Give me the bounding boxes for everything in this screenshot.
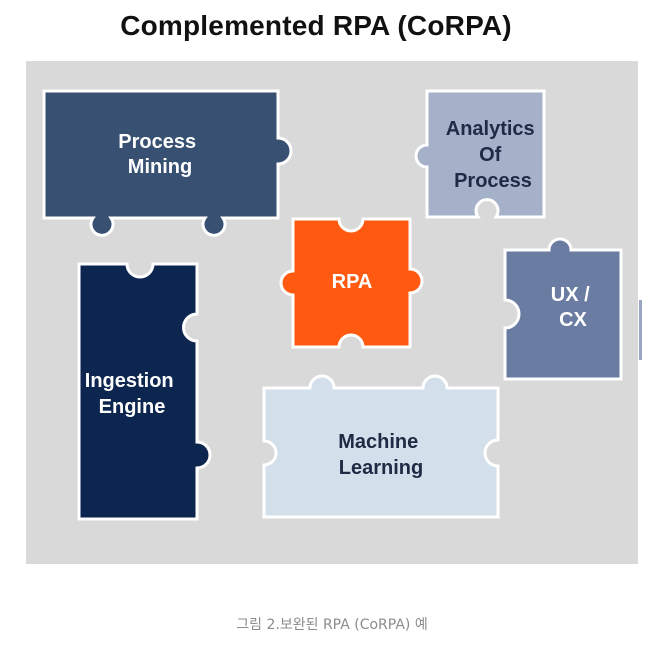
machine-learning-line-1: Machine	[338, 431, 418, 453]
puzzle-svg: Process Mining Analytics Of Process RPA …	[42, 89, 623, 521]
figure-caption: 그림 2.보완된 RPA (CoRPA) 예	[236, 617, 428, 633]
machine-learning-shape	[262, 374, 500, 519]
ingestion-shape	[77, 262, 212, 521]
piece-process-mining: Process Mining	[42, 89, 293, 237]
machine-learning-line-2: Learning	[339, 457, 423, 479]
diagram-title: Complemented RPA (CoRPA)	[120, 10, 512, 41]
piece-rpa: RPA	[279, 217, 424, 349]
puzzle-diagram: Process Mining Analytics Of Process RPA …	[26, 61, 638, 564]
ux-cx-label: UX / CX	[551, 284, 595, 331]
ux-cx-shape	[503, 237, 623, 381]
process-mining-shape	[42, 89, 293, 237]
ux-cx-line-2: CX	[559, 309, 587, 331]
process-mining-line-2: Mining	[128, 156, 192, 178]
rpa-label: RPA	[332, 271, 373, 293]
ingestion-line-1: Ingestion	[85, 370, 174, 392]
piece-ux-cx: UX / CX	[503, 237, 623, 381]
ux-cx-line-1: UX /	[551, 284, 590, 306]
process-mining-label: Process Mining	[118, 131, 201, 178]
rpa-line-1: RPA	[332, 271, 373, 293]
rpa-shape	[279, 217, 424, 349]
analytics-label: Analytics Of Process	[446, 118, 541, 192]
piece-analytics-of-process: Analytics Of Process	[414, 89, 546, 219]
analytics-line-1: Analytics	[446, 118, 535, 140]
piece-machine-learning: Machine Learning	[262, 374, 500, 519]
analytics-line-3: Process	[454, 170, 532, 192]
piece-ingestion-engine: Ingestion Engine	[77, 262, 212, 521]
ingestion-label: Ingestion Engine	[85, 370, 179, 418]
edge-accent-bar	[639, 300, 642, 360]
analytics-shape	[414, 89, 546, 219]
ingestion-line-2: Engine	[99, 396, 166, 418]
machine-learning-label: Machine Learning	[338, 431, 424, 479]
analytics-line-2: Of	[479, 144, 502, 166]
process-mining-line-1: Process	[118, 131, 196, 153]
